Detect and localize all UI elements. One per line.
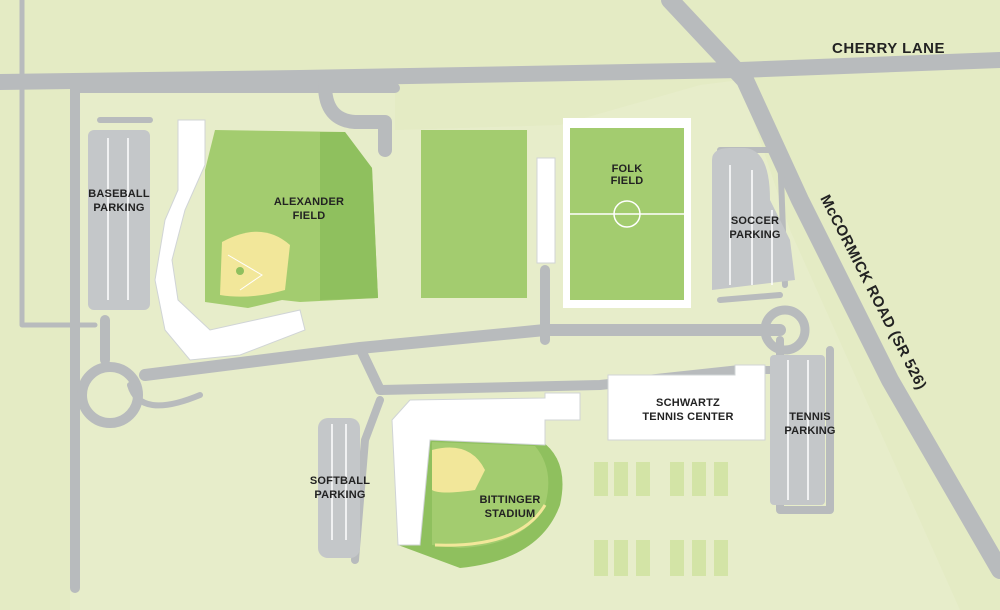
folk-field-label-1: FOLK [612,163,643,175]
soccer-parking-label-2: PARKING [729,229,780,241]
bittinger-stadium-label-2: STADIUM [485,508,536,520]
parking-lots [88,130,825,558]
buildings [154,119,766,546]
alexander-stadium-building [154,119,306,361]
alexander-field-area [205,130,378,308]
folk-field-label-2: FIELD [611,175,644,187]
baseball-parking-label-2: PARKING [93,202,144,214]
schwartz-tennis-center-label-2: TENNIS CENTER [642,411,733,423]
softball-parking-label-1: SOFTBALL [310,475,370,487]
cherry-lane-label: CHERRY LANE [832,40,945,57]
alexander-field-label-2: FIELD [293,210,326,222]
bittinger-stadium-label-1: BITTINGER [479,494,540,506]
cherry-lane-road [0,52,1000,90]
tennis-courts [594,462,728,576]
folk-field-area [563,118,691,308]
baseball-parking-label-1: BASEBALL [88,188,150,200]
bittinger-grandstand-building [391,392,581,546]
alexander-field-label-1: ALEXANDER [274,196,344,208]
schwartz-tennis-center-building [607,364,766,441]
practice-field [421,130,527,298]
soccer-parking-label-1: SOCCER [731,215,779,227]
softball-parking-label-2: PARKING [314,489,365,501]
mccormick-road [661,0,1000,579]
west-roundabout [77,362,143,428]
bittinger-stadium-area [398,438,563,568]
schwartz-tennis-center-label-1: SCHWARTZ [656,397,720,409]
tennis-parking-label-1: TENNIS [789,411,831,423]
east-roundabout [760,305,810,355]
tennis-parking-label-2: PARKING [784,425,835,437]
folk-field-building [536,157,556,264]
